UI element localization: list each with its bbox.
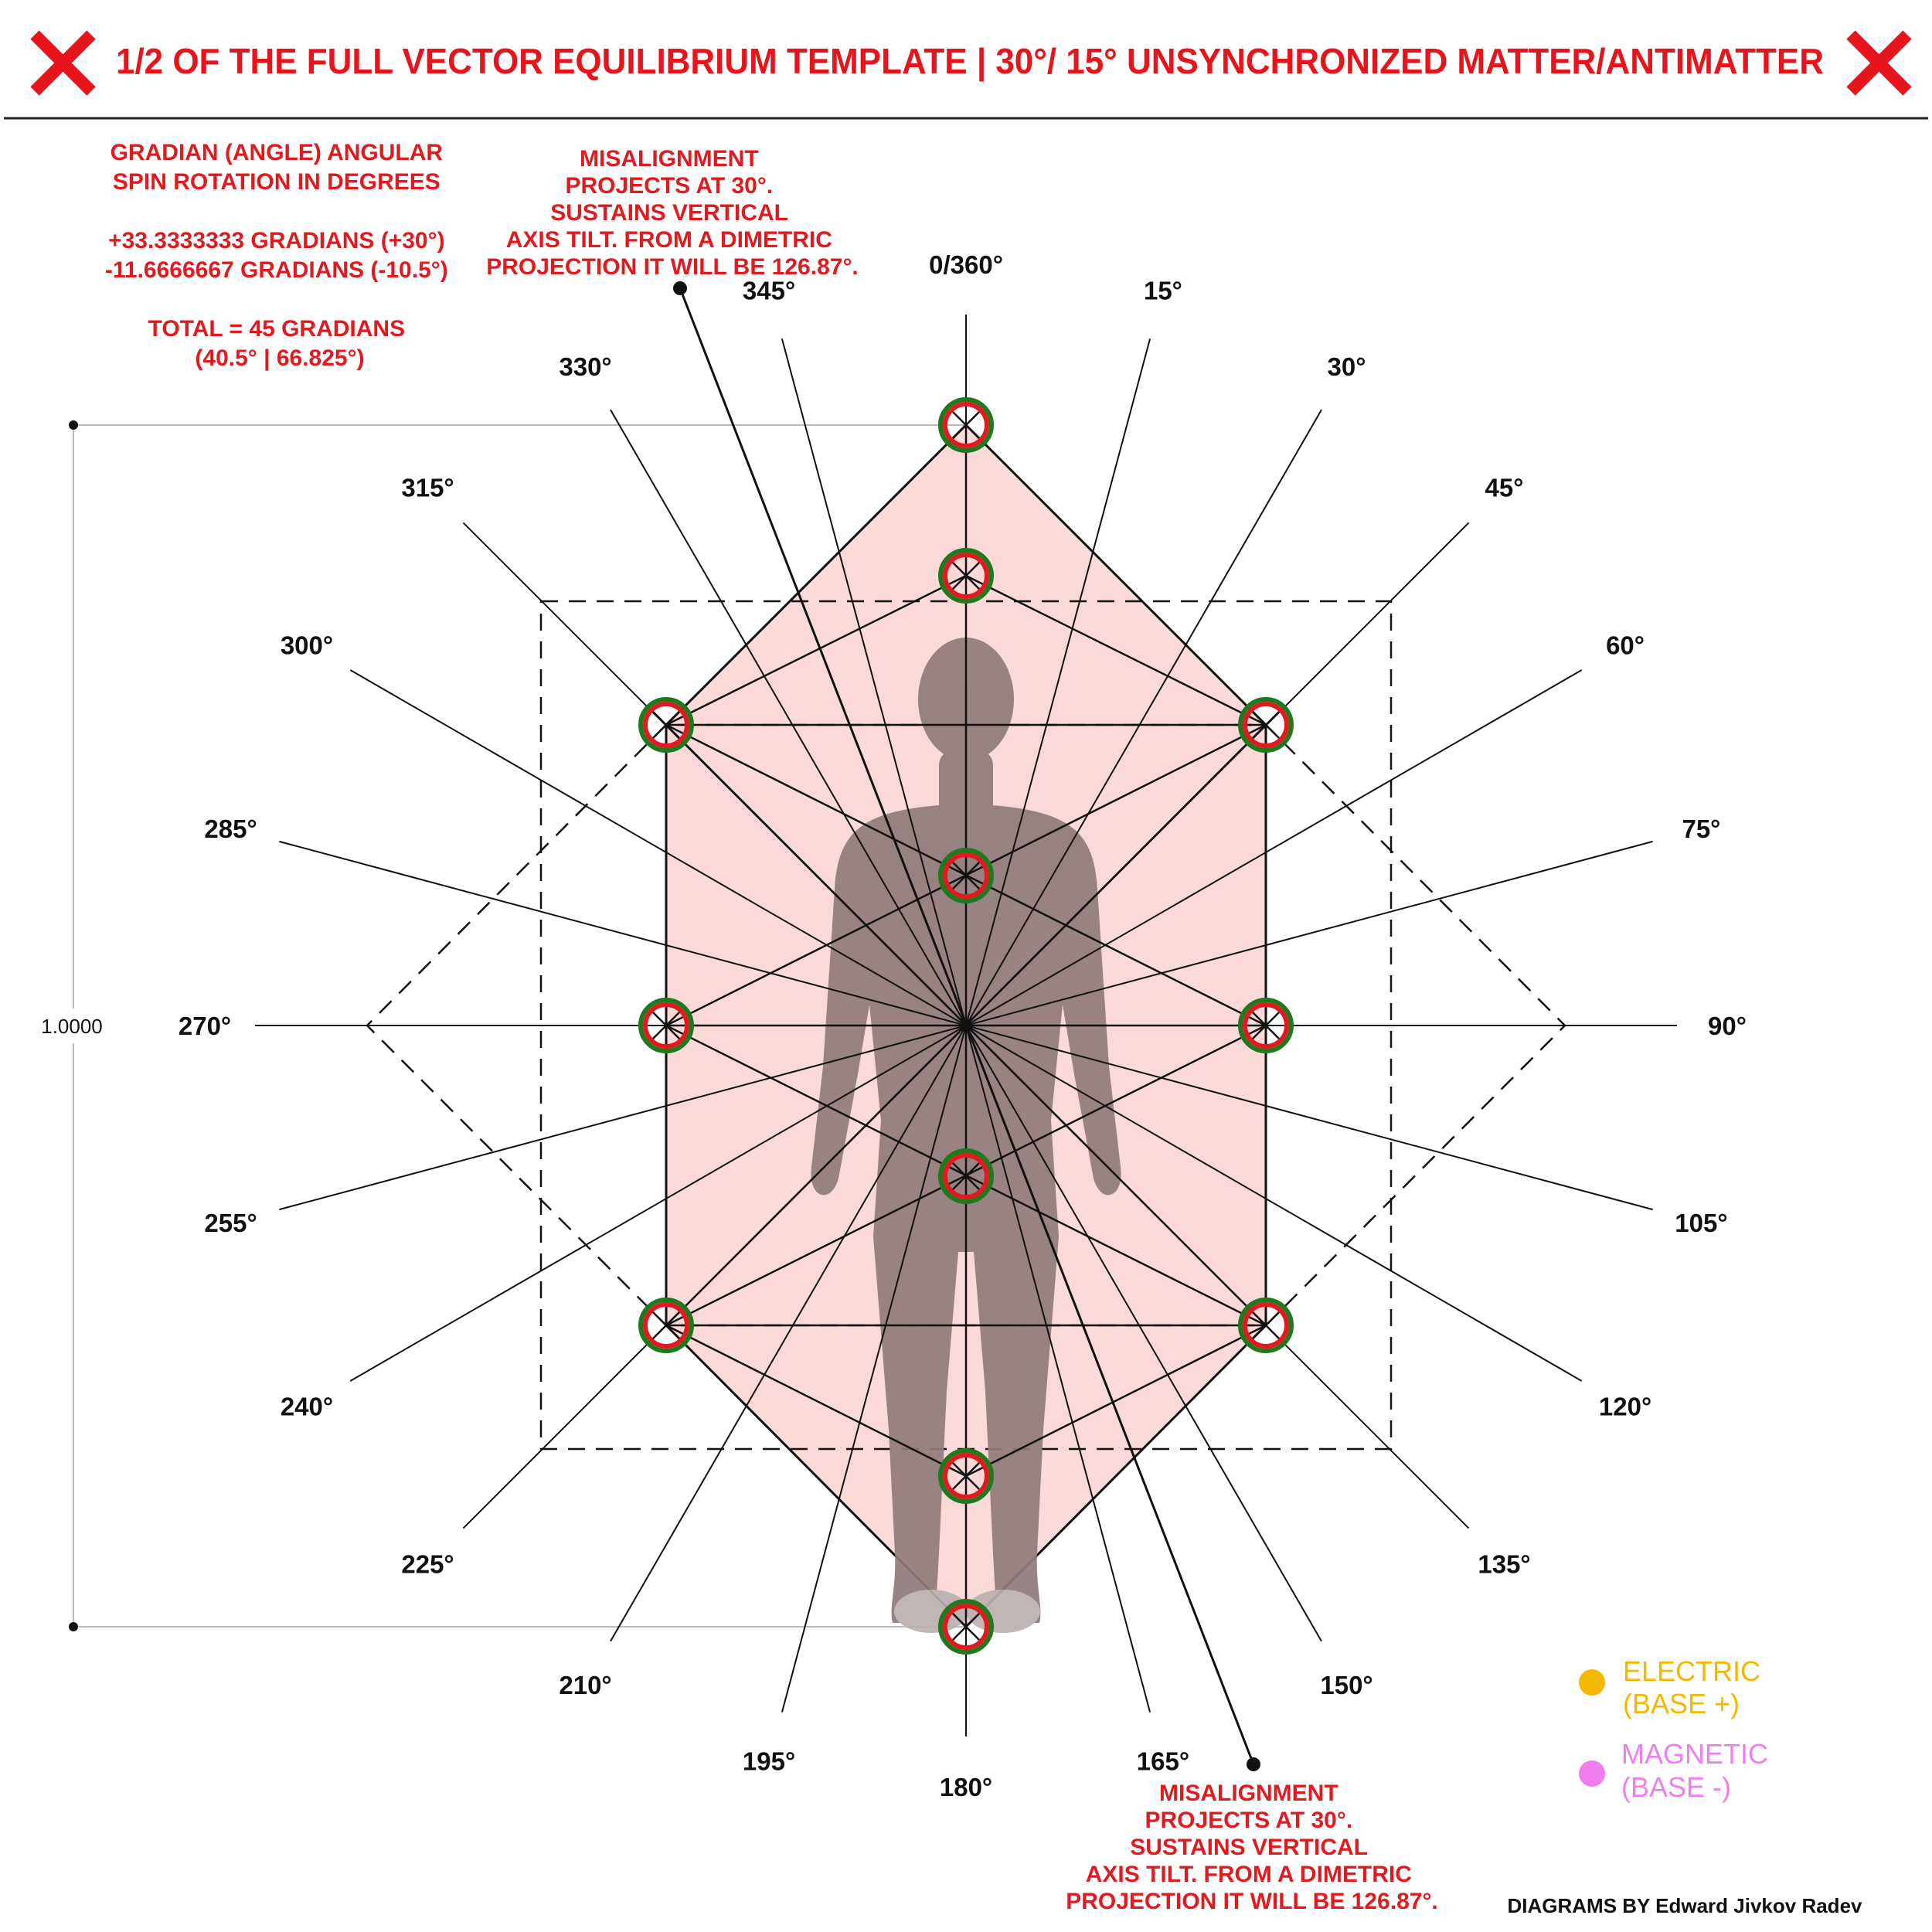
angle-label: 165° (1137, 1747, 1189, 1775)
angle-label: 195° (743, 1747, 795, 1775)
vertex-node (938, 1599, 994, 1655)
vertex-node (1238, 697, 1294, 753)
angle-label: 270° (179, 1012, 231, 1040)
angle-ray (462, 1025, 967, 1529)
vertex-node (938, 548, 994, 604)
vertex-node (938, 1148, 994, 1204)
angle-label: 15° (1144, 277, 1182, 305)
angle-label: 180° (940, 1773, 992, 1801)
angle-ray (965, 840, 1653, 1026)
angle-ray (349, 669, 967, 1026)
close-icon-right[interactable] (1846, 30, 1912, 96)
angle-label: 75° (1682, 815, 1720, 843)
magnetic-dot-icon (1579, 1760, 1605, 1787)
vertex-node (638, 697, 694, 753)
credit: DIAGRAMS BY Edward Jivkov Radev (1508, 1894, 1863, 1917)
angle-ray (965, 1025, 1470, 1529)
angle-label: 120° (1599, 1393, 1651, 1421)
misalignment-bottom-line-5: PROJECTION IT WILL BE 126.87°. (1066, 1889, 1438, 1914)
angle-label: 345° (743, 277, 795, 305)
gradian-line-1: GRADIAN (ANGLE) ANGULAR (111, 140, 444, 165)
legend-magnetic-sub: (BASE -) (1621, 1771, 1731, 1803)
misalignment-bottom-line-2: PROJECTS AT 30°. (1145, 1808, 1352, 1833)
vertex-node (638, 998, 694, 1053)
misalignment-bottom-line-3: SUSTAINS VERTICAL (1130, 1835, 1367, 1860)
angle-label: 30° (1328, 352, 1366, 381)
angle-label: 330° (559, 352, 611, 381)
gradian-line-2: SPIN ROTATION IN DEGREES (113, 169, 440, 195)
angle-ray (965, 1025, 1322, 1642)
scale-label: 1.0000 (41, 1015, 103, 1038)
angle-label: 105° (1675, 1209, 1727, 1237)
gradian-line-8: (40.5° | 66.825°) (195, 345, 364, 371)
misalignment-top-line-4: AXIS TILT. FROM A DIMETRIC (506, 227, 832, 253)
misalignment-note-bottom: MISALIGNMENT PROJECTS AT 30°. SUSTAINS V… (1066, 1781, 1438, 1914)
close-icon-left[interactable] (30, 30, 96, 96)
angle-label: 135° (1478, 1550, 1530, 1579)
angle-ray (279, 840, 967, 1026)
angle-ray (610, 409, 967, 1026)
misalignment-top-line-1: MISALIGNMENT (580, 146, 759, 172)
misalignment-top-line-3: SUSTAINS VERTICAL (550, 200, 787, 226)
angle-ray (965, 409, 1322, 1026)
misalignment-bottom-line-4: AXIS TILT. FROM A DIMETRIC (1086, 1862, 1412, 1887)
angle-ray (462, 522, 967, 1026)
vertex-node (938, 1448, 994, 1504)
angle-ray (781, 338, 967, 1026)
vertex-node (938, 397, 994, 453)
angle-ray (349, 1025, 967, 1382)
angle-ray (781, 1025, 967, 1713)
angle-label: 0/360° (929, 250, 1003, 279)
angle-ray (965, 1025, 1653, 1211)
misalignment-top-line-2: PROJECTS AT 30°. (565, 173, 773, 199)
vertex-node (938, 848, 994, 903)
angle-label: 225° (401, 1550, 454, 1579)
angle-ray (965, 522, 1470, 1026)
vertex-node (1238, 998, 1294, 1053)
gradian-line-4: +33.3333333 GRADIANS (+30°) (108, 228, 445, 253)
angle-label: 300° (281, 631, 333, 660)
angle-label: 60° (1606, 631, 1645, 660)
angle-label: 315° (401, 473, 454, 502)
legend-electric-label: ELECTRIC (1623, 1655, 1760, 1687)
angle-ray (965, 1025, 1583, 1382)
angle-label: 210° (559, 1671, 611, 1699)
angle-ray (965, 338, 1151, 1026)
vertex-node (1238, 1298, 1294, 1353)
misalignment-top-line-5: PROJECTION IT WILL BE 126.87°. (486, 254, 859, 280)
legend-electric-sub: (BASE +) (1623, 1688, 1740, 1719)
legend-magnetic-label: MAGNETIC (1621, 1738, 1768, 1770)
angle-label: 90° (1708, 1012, 1747, 1040)
angle-label: 150° (1320, 1671, 1372, 1699)
angle-ray (279, 1025, 967, 1211)
angle-label: 45° (1485, 473, 1524, 502)
gradian-line-5: -11.6666667 GRADIANS (-10.5°) (105, 257, 448, 283)
scale-bar (31, 420, 966, 1631)
page-title: 1/2 OF THE FULL VECTOR EQUILIBRIUM TEMPL… (116, 41, 1824, 81)
angle-label: 255° (204, 1209, 257, 1237)
vertex-node (638, 1298, 694, 1353)
angle-rays (255, 315, 1677, 1736)
vertex-nodes (638, 397, 1294, 1655)
angle-ray (610, 1025, 967, 1642)
misalignment-note-top: MISALIGNMENT PROJECTS AT 30°. SUSTAINS V… (486, 146, 859, 280)
legend: ELECTRIC (BASE +) MAGNETIC (BASE -) (1579, 1655, 1768, 1803)
angle-ray (965, 669, 1583, 1026)
gradian-line-7: TOTAL = 45 GRADIANS (148, 316, 406, 342)
angle-label: 240° (281, 1393, 333, 1421)
angle-labels: 0/360° 15° 30° 45° 60° 75° 90° 105° 120° 135° 150°… (179, 250, 1747, 1801)
electric-dot-icon (1579, 1669, 1605, 1696)
angle-ray (965, 1025, 1151, 1713)
gradian-note: GRADIAN (ANGLE) ANGULAR SPIN ROTATION IN… (105, 140, 454, 371)
misalignment-bottom-line-1: MISALIGNMENT (1159, 1781, 1338, 1806)
angle-label: 285° (204, 815, 257, 843)
